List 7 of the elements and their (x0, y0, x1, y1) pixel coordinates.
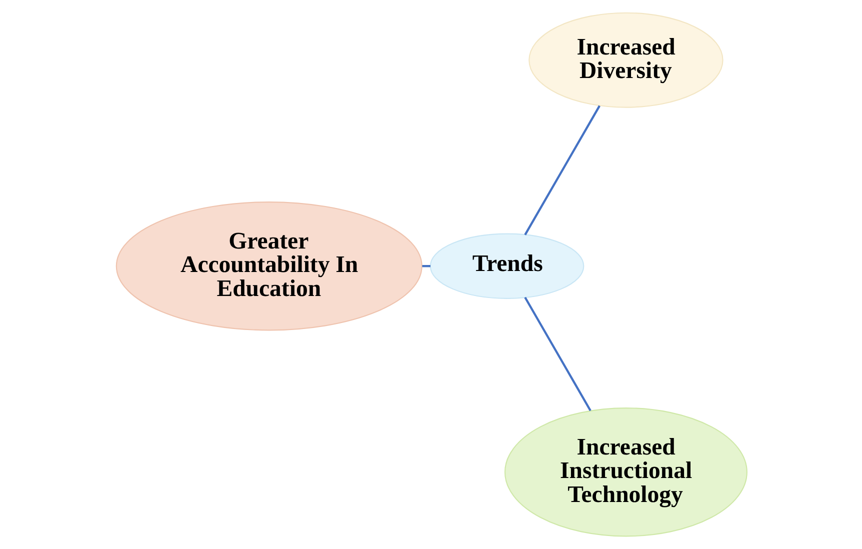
node-ellipse: Greater Accountability In Education (115, 202, 422, 331)
connector (524, 105, 600, 236)
node-ellipse: Increased Instructional Technology (504, 408, 747, 537)
node-ellipse: Trends (429, 233, 584, 299)
node-ellipse: Increased Diversity (528, 12, 723, 108)
connector (524, 296, 591, 412)
connector (422, 265, 430, 268)
